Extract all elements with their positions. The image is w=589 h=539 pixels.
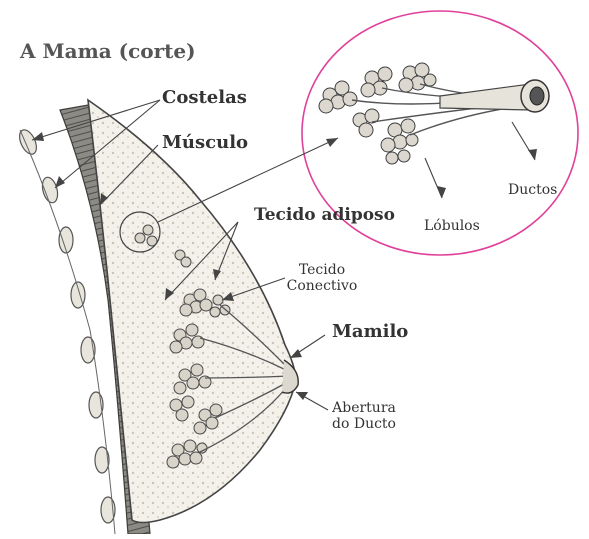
nipple bbox=[282, 360, 298, 393]
label-musculo: Músculo bbox=[162, 133, 248, 154]
label-ductos: Ductos bbox=[508, 182, 557, 198]
label-mamilo: Mamilo bbox=[332, 322, 408, 343]
label-tecido-conectivo-line2: Conectivo bbox=[282, 278, 362, 294]
label-abertura-line2: do Ducto bbox=[324, 416, 404, 432]
label-tecido-conectivo-line1: Tecido bbox=[282, 262, 362, 278]
label-abertura-line1: Abertura bbox=[324, 400, 404, 416]
label-lobulos: Lóbulos bbox=[424, 218, 480, 234]
label-costelas: Costelas bbox=[162, 88, 247, 109]
duct-opening-inner bbox=[530, 87, 544, 105]
label-tecido-conectivo: Tecido Conectivo bbox=[282, 262, 362, 294]
label-tecido-adiposo: Tecido adiposo bbox=[254, 206, 395, 226]
diagram-title: A Mama (corte) bbox=[20, 40, 196, 63]
label-abertura-ducto: Abertura do Ducto bbox=[324, 400, 404, 432]
